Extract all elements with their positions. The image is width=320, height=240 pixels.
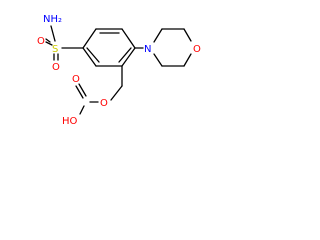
- sulfonamide-group: NH₂ S O O: [37, 14, 84, 73]
- morpholine-nitrogen-label: N: [144, 44, 151, 55]
- bond-ring-2: [121, 28, 136, 49]
- molecule-structure: NH₂ S O O N O O O HO: [37, 14, 201, 127]
- bond-nitrogen-up: [153, 28, 163, 43]
- sulfonyl-oxygen-bottom-label: O: [52, 62, 60, 73]
- hydroxyl-label: HO: [62, 116, 78, 127]
- carbonate-group: O O HO: [62, 65, 123, 127]
- bond-morpholine-top-right: [183, 28, 192, 42]
- bond-carbon-to-hydroxyl: [79, 105, 85, 115]
- ether-oxygen-label: O: [100, 98, 108, 109]
- bond-ring-double-3: [86, 47, 100, 63]
- bond-ring-double-2: [118, 47, 132, 63]
- morpholine-group: N O: [134, 28, 201, 67]
- bond-ring-3: [121, 47, 136, 67]
- sulfur-label: S: [52, 44, 58, 55]
- sulfonyl-oxygen-top-label: O: [37, 36, 45, 47]
- bond-sulfur-oxygen-top-b: [45, 41, 53, 46]
- bond-carbonyl-a: [75, 85, 84, 99]
- bond-carbonyl-b: [78, 83, 87, 97]
- amine-label: NH₂: [43, 14, 62, 25]
- bond-morpholine-bottom-right: [183, 53, 192, 67]
- morpholine-oxygen-label: O: [193, 44, 201, 55]
- bond-sulfur-oxygen-top-a: [45, 38, 51, 43]
- bond-sulfur-to-amine: [50, 25, 56, 42]
- bond-nitrogen-down: [153, 53, 163, 67]
- bond-ring-6: [82, 28, 97, 49]
- bond-ch2-to-ether-oxygen: [110, 85, 123, 101]
- bond-ring-5: [82, 47, 97, 67]
- carbonyl-oxygen-label: O: [72, 74, 80, 85]
- benzene-ring: [82, 28, 136, 67]
